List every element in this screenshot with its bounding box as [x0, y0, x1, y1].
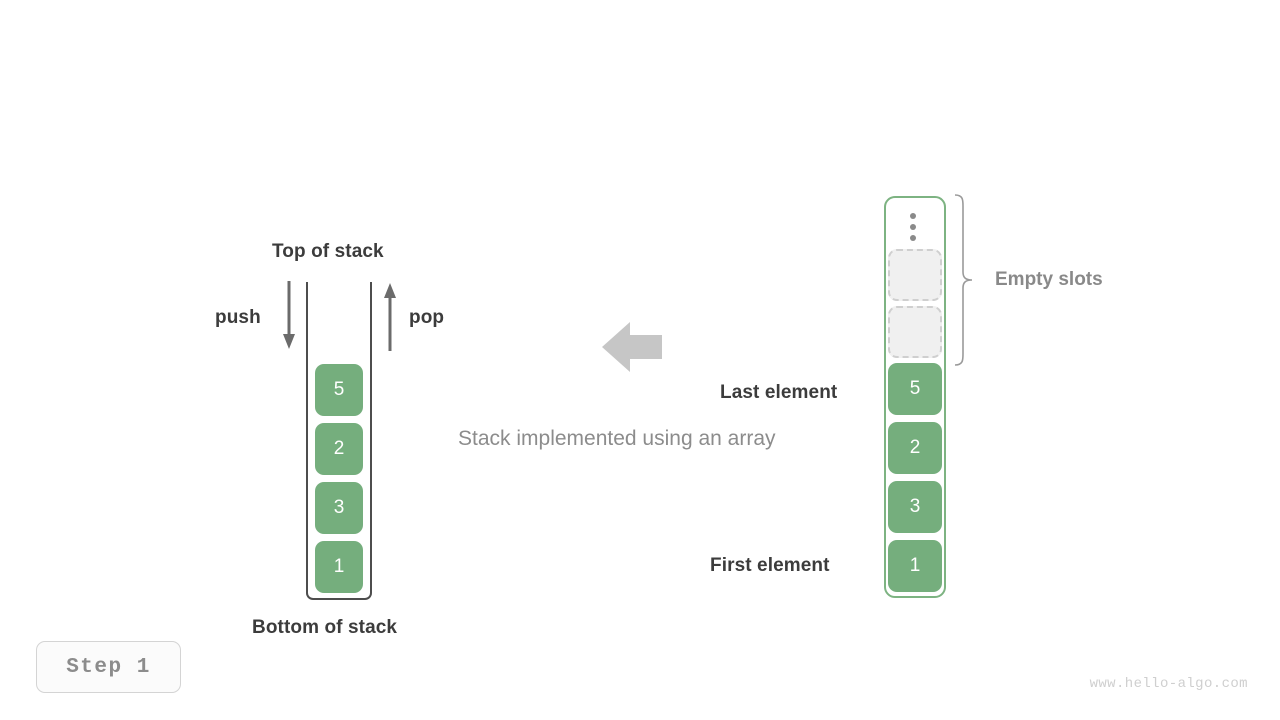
bottom-of-stack-label: Bottom of stack: [252, 617, 398, 638]
push-arrow-icon: [283, 281, 295, 349]
stack-container: [306, 282, 372, 600]
empty-slot: [888, 249, 942, 301]
stack-cell: 2: [315, 423, 363, 475]
array-cell: 2: [888, 422, 942, 474]
pop-arrow-icon: [384, 283, 396, 351]
diagram-caption: Stack implemented using an array: [458, 427, 776, 450]
stack-cell: 3: [315, 482, 363, 534]
array-cell: 3: [888, 481, 942, 533]
vertical-ellipsis-icon: [910, 213, 918, 243]
empty-slots-label: Empty slots: [995, 269, 1103, 290]
stack-cell: 1: [315, 541, 363, 593]
step-badge: Step 1: [36, 641, 181, 693]
top-of-stack-label: Top of stack: [272, 241, 384, 262]
last-element-label: Last element: [720, 382, 838, 403]
push-label: push: [215, 307, 261, 328]
empty-slot: [888, 306, 942, 358]
pop-label: pop: [409, 307, 445, 328]
transform-arrow-icon: [602, 322, 662, 372]
array-cell: 1: [888, 540, 942, 592]
stack-cell: 5: [315, 364, 363, 416]
empty-slots-brace: [954, 194, 973, 366]
site-url-watermark: www.hello-algo.com: [1089, 676, 1248, 692]
first-element-label: First element: [710, 555, 830, 576]
array-cell: 5: [888, 363, 942, 415]
